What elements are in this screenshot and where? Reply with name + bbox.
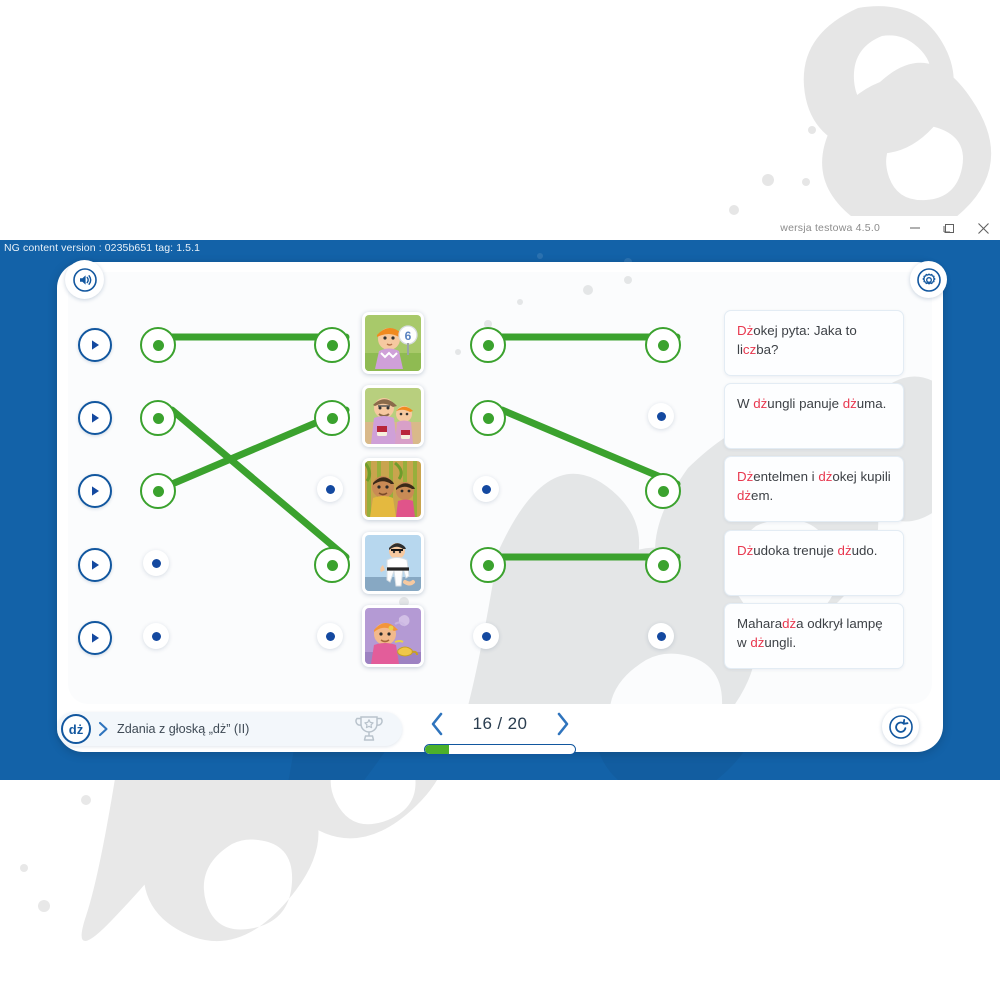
match-row: Maharadża odkrył lampę w dżungli. <box>0 599 904 673</box>
left-connector-dot[interactable] <box>140 400 176 436</box>
highlighted-text: ż <box>746 323 754 338</box>
chevron-right-icon[interactable] <box>550 707 576 741</box>
highlighted-text: D <box>737 323 747 338</box>
mid-right-connector-dot[interactable] <box>470 400 506 436</box>
left-connector-dot[interactable] <box>143 550 169 576</box>
sentence-text: okej pyta: Jaka to li <box>737 323 857 357</box>
speaker-icon[interactable] <box>65 260 104 299</box>
trophy-icon[interactable] <box>352 714 386 744</box>
match-row: Dżentelmen i dżokej kupili dżem. <box>0 452 904 526</box>
sentence-text: udoka trenuje <box>753 543 838 558</box>
sentence-card[interactable]: Dżokej pyta: Jaka to liczba? <box>724 310 904 376</box>
mid-right-connector-dot[interactable] <box>470 327 506 363</box>
mid-right-connector-dot[interactable] <box>470 547 506 583</box>
maximize-icon[interactable] <box>932 216 966 240</box>
lesson-bar[interactable]: dż Zdania z głoską „dż” (II) <box>57 712 402 746</box>
highlighted-text: dż <box>837 543 852 558</box>
phoneme-badge[interactable]: dż <box>61 714 91 744</box>
sentence-card[interactable]: Dżentelmen i dżokej kupili dżem. <box>724 456 904 522</box>
sentence-text: Mahara <box>737 616 783 631</box>
close-icon[interactable] <box>966 216 1000 240</box>
window-titlebar: wersja testowa 4.5.0 <box>0 216 1000 240</box>
progress-bar-fill <box>425 745 449 754</box>
mid-left-connector-dot[interactable] <box>314 400 350 436</box>
highlighted-text: D <box>737 469 747 484</box>
sentence-text: ba? <box>756 342 779 357</box>
page-indicator: 16 / 20 <box>472 714 528 733</box>
exercise-image[interactable] <box>362 532 424 594</box>
match-row: 6 Dżokej pyta: Jaka to liczba? <box>0 306 904 380</box>
highlighted-text: dż <box>842 396 857 411</box>
sentence-card[interactable]: Maharadża odkrył lampę w dżungli. <box>724 603 904 669</box>
sentence-text: em. <box>751 488 774 503</box>
play-icon[interactable] <box>78 621 112 655</box>
sentence-text: uma. <box>856 396 887 411</box>
window-version-label: wersja testowa 4.5.0 <box>780 222 880 234</box>
match-row: W dżungli panuje dżuma. <box>0 379 904 453</box>
play-icon[interactable] <box>78 548 112 582</box>
highlighted-text: D <box>737 543 747 558</box>
lesson-title: Zdania z głoską „dż” (II) <box>117 722 250 736</box>
mid-left-connector-dot[interactable] <box>314 547 350 583</box>
mid-right-connector-dot[interactable] <box>473 476 499 502</box>
play-icon[interactable] <box>78 401 112 435</box>
exercise-image[interactable] <box>362 458 424 520</box>
chevron-left-icon[interactable] <box>424 707 450 741</box>
mid-left-connector-dot[interactable] <box>314 327 350 363</box>
highlighted-text: cz <box>742 342 757 357</box>
play-icon[interactable] <box>78 328 112 362</box>
sentence-text: W <box>737 396 754 411</box>
exercise-image[interactable] <box>362 385 424 447</box>
sentence-text: ungli. <box>764 635 797 650</box>
sentence-text: ungli panuje <box>767 396 843 411</box>
left-connector-dot[interactable] <box>140 473 176 509</box>
exercise-image[interactable] <box>362 605 424 667</box>
highlighted-text: dż <box>782 616 797 631</box>
highlighted-text: dż <box>753 396 768 411</box>
right-connector-dot[interactable] <box>648 623 674 649</box>
sentence-text: okej kupili <box>832 469 891 484</box>
play-icon[interactable] <box>78 474 112 508</box>
right-connector-dot[interactable] <box>645 327 681 363</box>
exercise-image[interactable]: 6 <box>362 312 424 374</box>
pager: 16 / 20 <box>424 706 576 742</box>
minimize-icon[interactable] <box>898 216 932 240</box>
highlighted-text: dż <box>750 635 765 650</box>
highlighted-text: dż <box>737 488 752 503</box>
sentence-text: udo. <box>851 543 878 558</box>
mid-right-connector-dot[interactable] <box>473 623 499 649</box>
mid-left-connector-dot[interactable] <box>317 623 343 649</box>
content-version-label: NG content version : 0235b651 tag: 1.5.1 <box>4 242 201 254</box>
right-connector-dot[interactable] <box>645 547 681 583</box>
mid-left-connector-dot[interactable] <box>317 476 343 502</box>
svg-text:6: 6 <box>405 329 412 343</box>
left-connector-dot[interactable] <box>143 623 169 649</box>
chevron-right-icon <box>98 721 109 737</box>
reset-icon[interactable] <box>882 708 919 745</box>
gear-icon[interactable] <box>910 261 947 298</box>
right-connector-dot[interactable] <box>648 403 674 429</box>
sentence-card[interactable]: W dżungli panuje dżuma. <box>724 383 904 449</box>
sentence-text: entelmen i <box>753 469 819 484</box>
right-connector-dot[interactable] <box>645 473 681 509</box>
match-row: Dżudoka trenuje dżudo. <box>0 526 904 600</box>
highlighted-text: dż <box>818 469 833 484</box>
sentence-card[interactable]: Dżudoka trenuje dżudo. <box>724 530 904 596</box>
left-connector-dot[interactable] <box>140 327 176 363</box>
progress-bar <box>424 744 576 755</box>
